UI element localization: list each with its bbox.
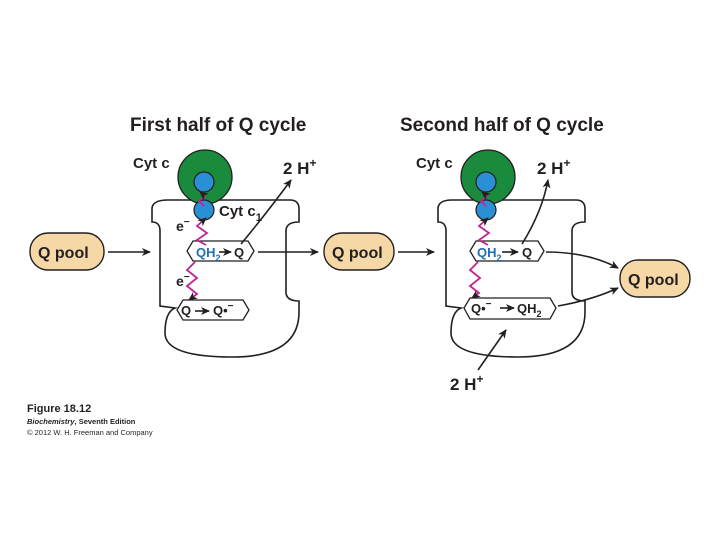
complex-iii-outline-left xyxy=(151,199,300,358)
electron-path-to-cyt-c-right xyxy=(479,191,491,207)
qo-site-box-left xyxy=(186,240,255,262)
electron-path-to-cyt-c1-right xyxy=(477,217,491,246)
book-title: Biochemistry xyxy=(27,417,75,426)
q-radical-label-left: Q•− xyxy=(213,301,234,318)
qh2-label-right: QH2 xyxy=(477,245,502,263)
arrow-qo-to-q-pool-right xyxy=(545,251,619,269)
proton-release-arrow-left xyxy=(240,179,292,245)
electron-label-left-bottom: e− xyxy=(176,272,190,289)
cyt-c1-heme-left xyxy=(193,199,215,221)
electron-path-to-cyt-c1-left xyxy=(195,217,209,246)
q-pool-label-middle: Q pool xyxy=(332,245,383,262)
qo-site-box-right xyxy=(469,240,545,262)
proton-release-arrow-right xyxy=(521,179,551,245)
copyright-line: © 2012 W. H. Freeman and Company xyxy=(27,428,153,437)
q-substrate-label-left: Q xyxy=(181,303,191,318)
qh2-product-label-right: QH2 xyxy=(517,301,542,319)
electron-label-left-top: e− xyxy=(176,217,190,234)
q-pool-left xyxy=(29,232,105,271)
figure-number: Figure 18.12 xyxy=(27,403,92,415)
figure-caption: Figure 18.12 Biochemistry, Seventh Editi… xyxy=(27,402,153,438)
q-pool-middle xyxy=(323,232,395,271)
electron-path-to-qi-right xyxy=(468,261,482,299)
q-product-label-left: Q xyxy=(234,245,244,260)
two-h-plus-top-left: 2 H+ xyxy=(283,156,316,178)
cyt-c1-label-left: Cyt c1 xyxy=(219,203,262,224)
book-edition: , Seventh Edition xyxy=(74,417,136,426)
electron-path-to-cyt-c-left xyxy=(197,191,209,207)
title-first-half: First half of Q cycle xyxy=(130,115,306,136)
cyt-c1-heme-right xyxy=(475,199,497,221)
book-citation: Biochemistry, Seventh Edition xyxy=(27,416,153,427)
second-half-panel: Cyt c 2 H+ QH2 Q Q•− QH2 2 H+ xyxy=(416,149,619,394)
two-h-plus-top-right: 2 H+ xyxy=(537,156,570,178)
qh2-label-left: QH2 xyxy=(196,245,221,263)
q-pool-label-left: Q pool xyxy=(38,245,89,262)
title-second-half: Second half of Q cycle xyxy=(400,115,604,136)
proton-uptake-arrow xyxy=(477,329,507,371)
two-h-plus-bottom: 2 H+ xyxy=(450,372,483,394)
q-pool-right xyxy=(619,259,691,298)
first-half-panel: Cyt c 2 H+ Cyt c1 e− e− QH2 Q Q Q•− Q po… xyxy=(29,149,319,358)
qi-site-box-left xyxy=(176,299,250,321)
complex-iii-outline-right xyxy=(437,199,586,358)
q-product-label-right: Q xyxy=(522,245,532,260)
cyt-c-label-left: Cyt c xyxy=(133,155,170,172)
electron-path-to-qi-left xyxy=(185,261,199,301)
cyt-c-heme-left xyxy=(193,171,215,193)
arrow-qi-to-q-pool-right xyxy=(557,287,619,307)
q-pool-label-right: Q pool xyxy=(628,272,679,289)
cyt-c-heme-right xyxy=(475,171,497,193)
q-radical-label-right: Q•− xyxy=(471,299,492,316)
cyt-c-label-right: Cyt c xyxy=(416,155,453,172)
